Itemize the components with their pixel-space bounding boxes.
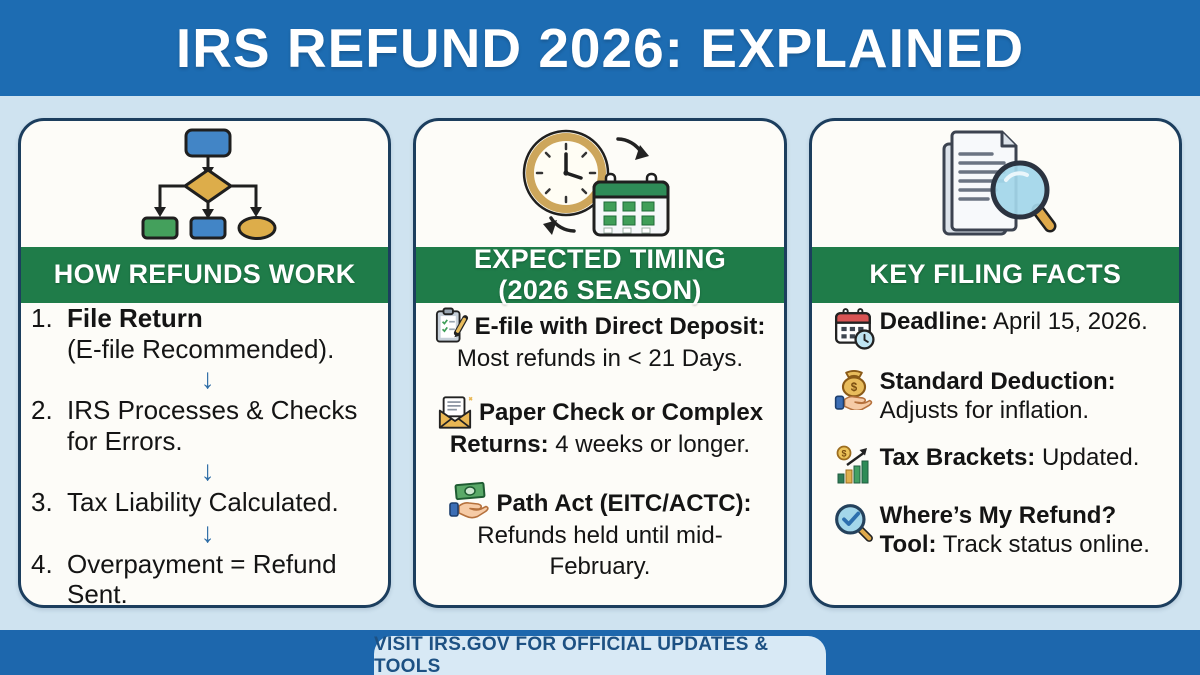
magnifier-check-icon [834, 503, 873, 542]
clipboard-pencil-icon [435, 307, 468, 343]
card1-icon-area [21, 121, 388, 247]
flowchart-icon [141, 128, 277, 240]
step-item-1: 1. File Return(E-file Recommended). [31, 303, 384, 364]
footer-text: VISIT IRS.GOV FOR OFFICIAL UPDATES & TOO… [374, 633, 769, 675]
fact1-text: April 15, 2026. [993, 308, 1148, 335]
svg-text:$: $ [841, 448, 846, 458]
card2-icon-area [416, 121, 783, 247]
card2-header-band: EXPECTED TIMING (2026 SEASON) [416, 243, 784, 305]
hand-money-icon [449, 482, 490, 519]
card3-icon-area [812, 121, 1179, 247]
timing1-text: Most refunds in < 21 Days. [456, 345, 744, 372]
timing-item-1: E-file with Direct Deposit: Most refunds… [432, 307, 767, 374]
step-item-3: 3. Tax Liability Calculated. [31, 487, 384, 518]
step2-text: IRS Processes & Checks for Errors. [67, 395, 358, 456]
card2-body: E-file with Direct Deposit: Most refunds… [416, 303, 783, 605]
footer-pill: VISIT IRS.GOV FOR OFFICIAL UPDATES & TOO… [374, 633, 826, 675]
fact3-text: Updated. [1041, 443, 1140, 471]
document-magnifier-icon [942, 130, 1057, 236]
title-bar: IRS REFUND 2026: EXPLAINED [0, 0, 1200, 96]
card2-title-line1: EXPECTED TIMING [473, 243, 726, 274]
fact2-text: Adjusts for inflation. [879, 397, 1090, 425]
down-arrow-icon: ↓ [200, 363, 215, 395]
timing2-bold: Paper Check or Complex Returns: [449, 399, 764, 459]
timing1-bold: E-file with Direct Deposit: [474, 313, 766, 340]
card1-title: HOW REFUNDS WORK [53, 259, 356, 290]
fact4-text: Track status online. [942, 530, 1150, 558]
step-item-4: 4. Overpayment = Refund Sent. [31, 548, 384, 608]
timing3-text: Refunds held until mid-February. [477, 522, 723, 580]
page-title: IRS REFUND 2026: EXPLAINED [175, 17, 1025, 79]
card-key-filing-facts: KEY FILING FACTS [808, 118, 1182, 608]
timing2-text: 4 weeks or longer. [555, 431, 751, 459]
svg-text:$: $ [850, 382, 857, 394]
fact-item-2: $ Standard Deduction: Adjusts for inflat… [828, 367, 1163, 426]
down-arrow-icon: ↓ [200, 516, 215, 548]
clock-calendar-icon [522, 129, 670, 237]
step3-text: Tax Liability Calculated. [67, 487, 339, 518]
fact4-bold: Where’s My Refund? Tool: [879, 501, 1117, 558]
fact-item-4: Where’s My Refund? Tool: Track status on… [828, 501, 1163, 560]
envelope-letter-icon [438, 396, 473, 429]
step1-text: (E-file Recommended). [67, 333, 335, 364]
card3-title: KEY FILING FACTS [869, 259, 1122, 290]
card3-header-band: KEY FILING FACTS [811, 247, 1179, 303]
calendar-clock-icon [834, 308, 875, 350]
timing-item-2: Paper Check or Complex Returns: 4 weeks … [432, 395, 767, 460]
card-how-refunds-work: HOW REFUNDS WORK 1. File Return(E-file R… [18, 118, 392, 608]
fact-item-3: $ Tax Brackets: Updated. [828, 443, 1163, 484]
card2-title-line2: (2026 SEASON) [498, 275, 702, 305]
fact3-bold: Tax Brackets: [879, 443, 1036, 471]
cards-area: HOW REFUNDS WORK 1. File Return(E-file R… [0, 96, 1200, 630]
fact1-bold: Deadline: [879, 308, 988, 335]
timing3-bold: Path Act (EITC/ACTC): [496, 490, 752, 518]
step-item-2: 2. IRS Processes & Checks for Errors. [31, 395, 384, 456]
timing-item-3: Path Act (EITC/ACTC): Refunds held until… [432, 481, 767, 581]
fact-item-1: Deadline: April 15, 2026. [828, 307, 1163, 350]
fact2-bold: Standard Deduction: [879, 368, 1116, 395]
card1-header-band: HOW REFUNDS WORK [21, 247, 389, 303]
card3-body: Deadline: April 15, 2026. $ Standard Ded… [812, 303, 1179, 605]
hand-moneybag-icon: $ [834, 369, 872, 410]
bar-chart-up-icon: $ [836, 445, 869, 484]
down-arrow-icon: ↓ [200, 455, 215, 487]
footer-strip: VISIT IRS.GOV FOR OFFICIAL UPDATES & TOO… [0, 630, 1200, 675]
card1-body: 1. File Return(E-file Recommended). ↓ 2.… [21, 303, 388, 608]
step4-text: Overpayment = Refund Sent. [67, 548, 337, 608]
card-expected-timing: EXPECTED TIMING (2026 SEASON) E-file wit… [413, 118, 787, 608]
step1-bold: File Return [67, 303, 203, 333]
